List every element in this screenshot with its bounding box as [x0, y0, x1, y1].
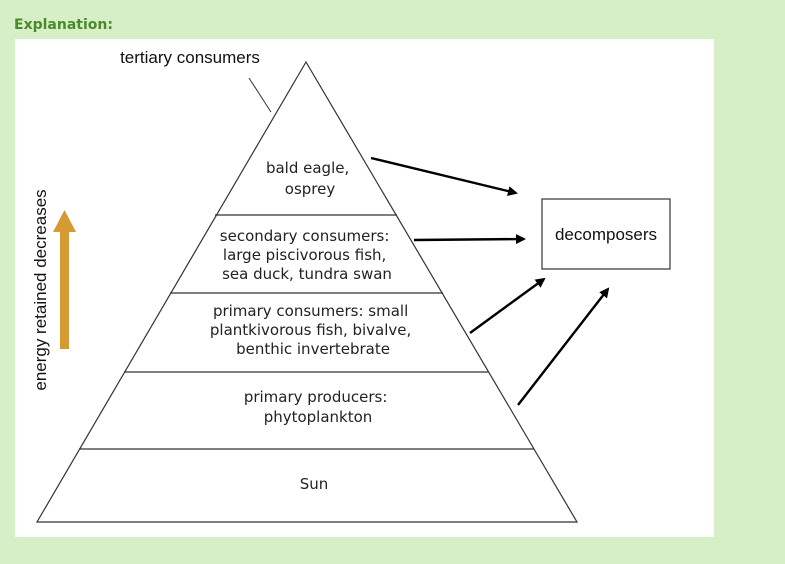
primary-producers-line-2: phytoplankton: [264, 408, 373, 426]
secondary-line-3: sea duck, tundra swan: [222, 265, 392, 283]
secondary-consumers-label: secondary consumers: large piscivorous f…: [220, 227, 394, 283]
arrow-top-to-decomposers: [370, 156, 518, 196]
primary-producers-line-1: primary producers:: [244, 388, 388, 406]
secondary-line-2: large piscivorous fish,: [223, 246, 386, 264]
primary-consumers-line-3: benthic invertebrate: [236, 340, 390, 358]
level-top-label: bald eagle, osprey: [266, 159, 354, 198]
primary-producers-label: primary producers: phytoplankton: [244, 388, 392, 426]
arrow-secondary-to-decomposers: [413, 234, 526, 245]
apex-label: tertiary consumers: [120, 48, 260, 67]
primary-consumers-line-1: primary consumers: small: [213, 302, 408, 320]
arrow-primary-consumers-to-decomposers: [469, 277, 546, 334]
apex-leader-line: [248, 77, 272, 113]
energy-arrow-head: [53, 210, 76, 232]
primary-consumers-line-2: plantkivorous fish, bivalve,: [210, 321, 411, 339]
sun-label: Sun: [300, 475, 329, 493]
decomposers-box: [541, 198, 671, 270]
energy-label: energy retained decreases: [31, 189, 50, 390]
level-top-line-2: osprey: [285, 180, 336, 198]
decomposers-label: decomposers: [555, 225, 657, 244]
arrow-producers-to-decomposers: [517, 287, 610, 406]
energy-arrow-shaft: [60, 230, 69, 349]
primary-consumers-label: primary consumers: small plantkivorous f…: [210, 302, 416, 358]
level-top-line-1: bald eagle,: [266, 159, 349, 177]
explanation-title: Explanation:: [14, 17, 113, 33]
secondary-line-1: secondary consumers:: [220, 227, 390, 245]
pyramid-outline: [35, 60, 579, 523]
